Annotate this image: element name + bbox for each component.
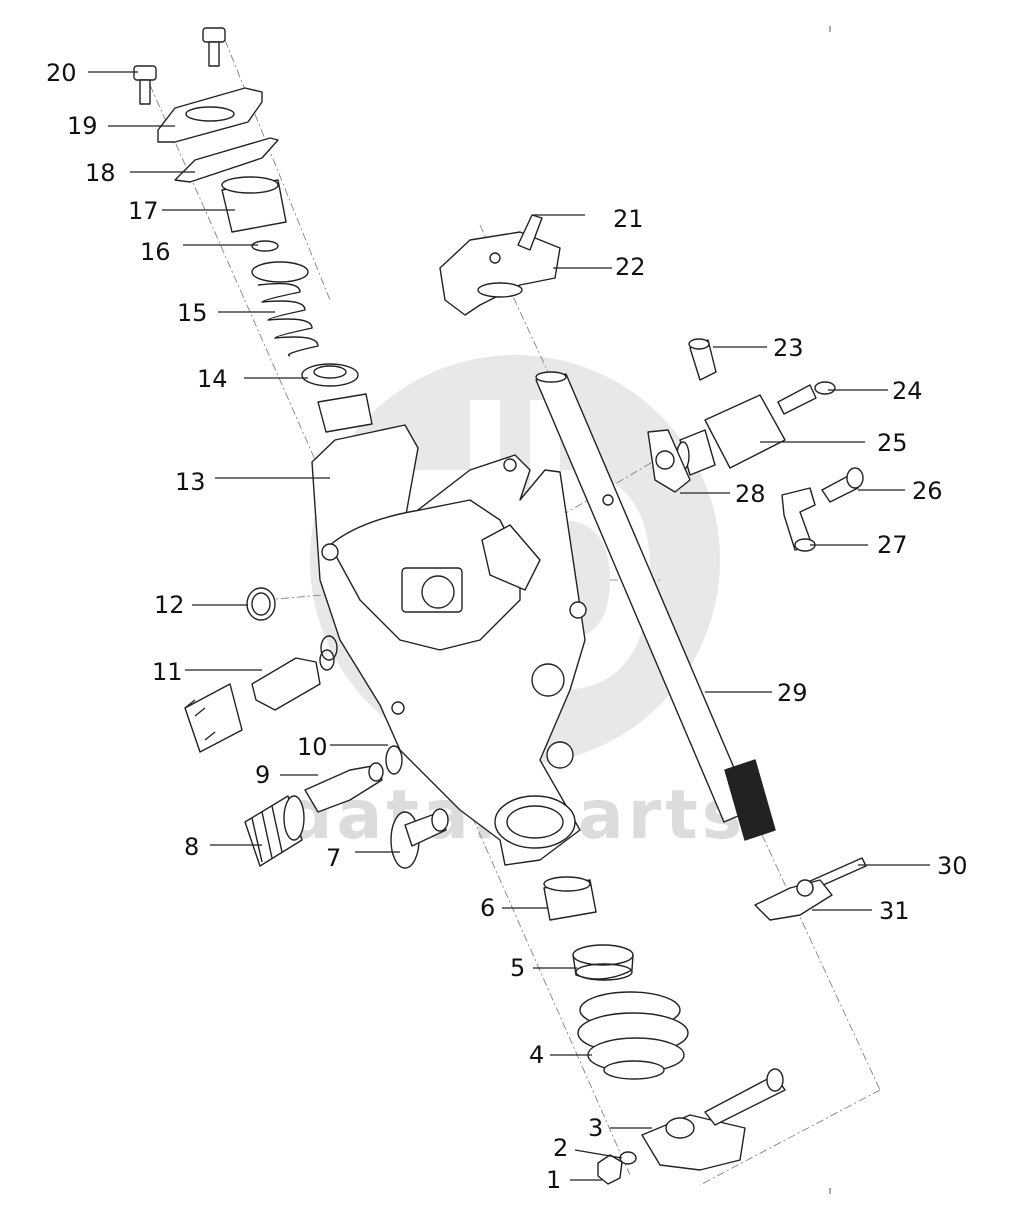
fitting-part-7 [390,808,449,869]
washer-part-14 [301,363,359,387]
callout-20: 20 [46,59,77,87]
callout-27: 27 [877,531,908,559]
fitting-part-23 [688,338,717,381]
callout-24: 24 [892,377,923,405]
callout-4: 4 [529,1041,544,1069]
clamp-part-22 [439,231,561,316]
callout-26: 26 [912,477,943,505]
callout-11: 11 [152,658,183,686]
valve-part-9 [304,762,384,813]
ring-part-5 [572,944,634,981]
callout-22: 22 [615,253,646,281]
lever-part-31 [754,879,833,921]
o-ring-part-12 [246,587,276,621]
callout-1: 1 [546,1166,561,1194]
bushing-part-6 [543,876,597,921]
callout-8: 8 [184,833,199,861]
callout-28: 28 [735,480,766,508]
fitting-part-24 [777,381,836,415]
callout-29: 29 [777,679,808,707]
leader-lines [88,71,930,1181]
callout-9: 9 [255,761,270,789]
callout-2: 2 [553,1134,568,1162]
valve-part-11 [184,635,338,753]
knurled-nut-part-8 [244,795,305,867]
solenoid-part-25 [676,394,786,476]
callout-7: 7 [326,844,341,872]
housing-part-13 [311,424,587,866]
shaft-part-29 [535,371,776,841]
callout-12: 12 [154,591,185,619]
gasket-part-28 [647,429,691,493]
washer-part-10 [385,745,403,775]
joint-part-3 [641,1068,786,1171]
callout-14: 14 [197,365,228,393]
tee-fitting-part-27 [781,487,816,552]
callout-13: 13 [175,468,206,496]
pin-part-21 [517,214,543,251]
callout-18: 18 [85,159,116,187]
sleeve-part-17 [221,176,287,233]
screw-part-20 [133,27,226,105]
gasket-part-18 [174,137,279,183]
callout-5: 5 [510,954,525,982]
callout-19: 19 [67,112,98,140]
ring-part-16 [251,240,279,252]
elbow-part-26 [821,467,864,503]
callout-31: 31 [879,897,910,925]
spring-part-15 [251,261,319,357]
callout-6: 6 [480,894,495,922]
callout-21: 21 [613,205,644,233]
callout-17: 17 [128,197,159,225]
callout-23: 23 [773,334,804,362]
callout-25: 25 [877,429,908,457]
callout-labels: 1 2 3 4 5 6 7 8 9 10 11 12 13 14 15 16 1… [46,59,968,1194]
nut-part-1 [597,1154,623,1185]
bellows-boot-part-4 [577,991,689,1080]
callout-10: 10 [297,733,328,761]
parts-drawing [133,27,867,1185]
callout-16: 16 [140,238,171,266]
flange-plate-part-19 [157,87,263,143]
callout-30: 30 [937,852,968,880]
callout-15: 15 [177,299,208,327]
bushing-part [317,393,373,433]
callout-3: 3 [588,1114,603,1142]
